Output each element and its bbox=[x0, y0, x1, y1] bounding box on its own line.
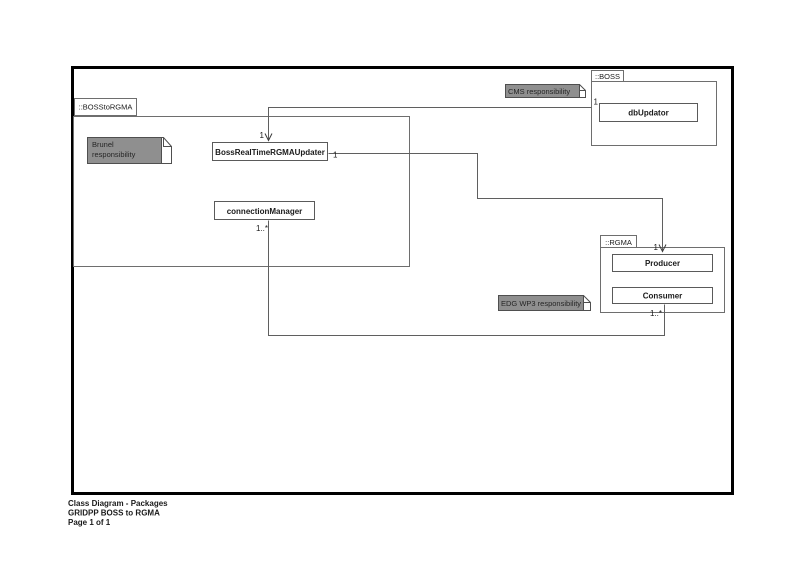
class-bossrealtimergmaupdater-box[interactable] bbox=[212, 142, 328, 161]
multiplicity-updater-top-end: 1 bbox=[260, 131, 265, 140]
note-fold-icon bbox=[579, 84, 586, 91]
package-boss-label: ::BOSS bbox=[595, 72, 620, 81]
footer-diagram-subtitle: GRIDPP BOSS to RGMA bbox=[68, 509, 160, 518]
class-connectionmanager-label: connectionManager bbox=[227, 207, 303, 216]
note-edg-responsibility[interactable]: EDG WP3 responsibility bbox=[498, 295, 591, 311]
multiplicity-producer-end: 1 bbox=[654, 243, 659, 252]
association-updater-producer bbox=[328, 153, 663, 251]
note-cms-responsibility[interactable]: CMS responsibility bbox=[505, 84, 586, 98]
class-dbupdator-box[interactable] bbox=[599, 103, 698, 122]
note-brunel-responsibility[interactable]: Brunel responsibility bbox=[87, 137, 172, 164]
association-dbupdator-updater bbox=[268, 107, 592, 140]
note-cms-label: CMS responsibility bbox=[508, 87, 570, 96]
package-boss[interactable]: ::BOSS bbox=[591, 70, 717, 146]
package-boss-body[interactable] bbox=[591, 81, 717, 146]
note-fold-icon bbox=[583, 295, 591, 303]
class-connectionmanager[interactable]: connectionManager bbox=[214, 201, 315, 220]
class-dbupdator-label: dbUpdator bbox=[628, 109, 668, 118]
class-consumer[interactable]: Consumer bbox=[612, 287, 713, 304]
arrowhead-down-icon bbox=[658, 244, 667, 253]
class-consumer-box[interactable] bbox=[612, 287, 713, 304]
note-brunel-fill bbox=[87, 137, 162, 164]
class-consumer-label: Consumer bbox=[643, 292, 683, 301]
class-producer[interactable]: Producer bbox=[612, 254, 713, 272]
package-rgma-tab[interactable] bbox=[600, 235, 637, 248]
note-fold-icon bbox=[163, 137, 172, 147]
package-rgma-label: ::RGMA bbox=[605, 238, 632, 247]
package-bosstorgma-body[interactable] bbox=[73, 116, 410, 267]
class-bossrealtimergmaupdater[interactable]: BossRealTimeRGMAUpdater bbox=[212, 142, 328, 161]
association-connection-consumer bbox=[268, 220, 665, 336]
class-dbupdator[interactable]: dbUpdator bbox=[599, 103, 698, 122]
class-bossrealtimergmaupdater-label: BossRealTimeRGMAUpdater bbox=[215, 148, 325, 157]
class-producer-box[interactable] bbox=[612, 254, 713, 272]
package-bosstorgma-label: ::BOSStoRGMA bbox=[79, 103, 133, 112]
footer-diagram-title: Class Diagram - Packages bbox=[68, 499, 168, 508]
note-edg-label: EDG WP3 responsibility bbox=[501, 299, 581, 308]
package-bosstorgma-tab[interactable] bbox=[74, 98, 137, 116]
class-connectionmanager-box[interactable] bbox=[214, 201, 315, 220]
footer-page-number: Page 1 of 1 bbox=[68, 518, 111, 527]
multiplicity-updater-right-end: 1 bbox=[333, 151, 338, 160]
multiplicity-connection-end: 1..* bbox=[256, 224, 268, 233]
note-brunel-line2: responsibility bbox=[92, 150, 136, 159]
multiplicity-dbupdator-end: 1 bbox=[594, 98, 599, 107]
package-bosstorgma[interactable]: ::BOSStoRGMA bbox=[73, 98, 410, 267]
multiplicity-consumer-end: 1..* bbox=[650, 309, 662, 318]
package-boss-tab[interactable] bbox=[591, 70, 624, 82]
diagram-frame bbox=[71, 66, 734, 495]
note-brunel-line1: Brunel bbox=[92, 140, 114, 149]
class-producer-label: Producer bbox=[645, 259, 680, 268]
arrowhead-down-icon bbox=[264, 133, 273, 142]
